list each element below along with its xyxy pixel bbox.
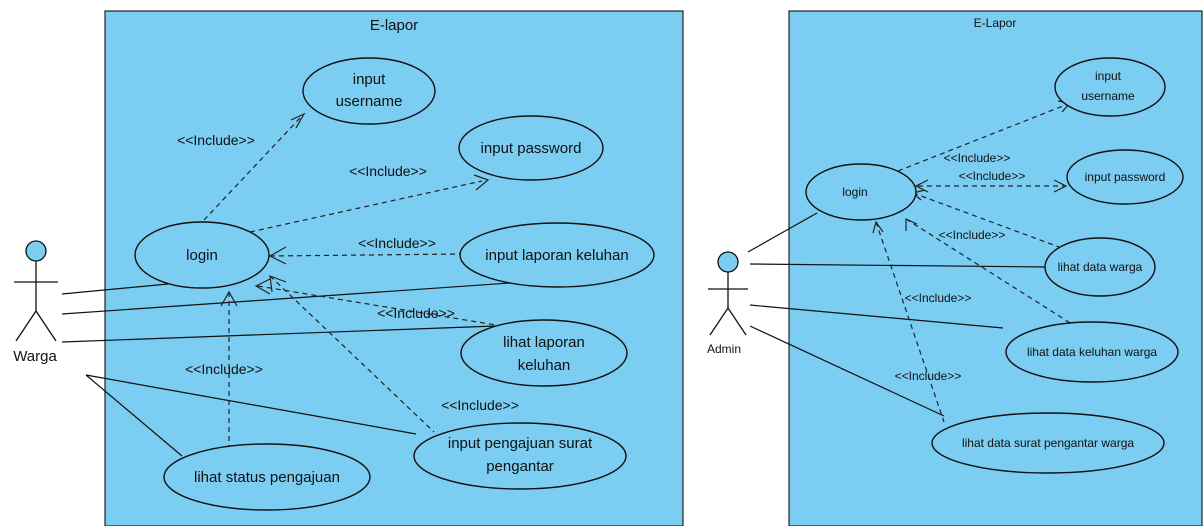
include-lihat-laporan-login: [257, 285, 497, 326]
assoc-admin-login: [747, 212, 818, 253]
usecase-input-pengajuan-surat: input pengajuan surat pengantar: [413, 422, 627, 490]
assoc-warga-input-pengajuan: [85, 374, 417, 435]
include-label-data-surat: <<Include>>: [895, 369, 962, 383]
usecase-lihat-data-warga: lihat data warga: [1044, 237, 1156, 297]
usecase-lihat-data-surat-pengantar-warga: lihat data surat pengantar warga: [931, 412, 1165, 474]
svg-text:lihat status pengajuan: lihat status pengajuan: [194, 469, 340, 486]
include-data-keluhan-login: [905, 218, 1076, 327]
svg-text:login: login: [186, 247, 218, 264]
svg-text:keluhan: keluhan: [518, 357, 571, 374]
usecase-input-laporan-keluhan: input laporan keluhan: [459, 222, 655, 288]
usecase-lihat-status-pengajuan: lihat status pengajuan: [163, 443, 371, 511]
svg-text:lihat data keluhan warga: lihat data keluhan warga: [1027, 345, 1157, 359]
include-label-username: <<Include>>: [177, 132, 255, 148]
include-label-password: <<Include>>: [349, 163, 427, 179]
include-label-laporan: <<Include>>: [358, 235, 436, 251]
include-label-lihat-laporan: <<Include>>: [377, 305, 455, 321]
svg-text:lihat data surat pengantar war: lihat data surat pengantar warga: [962, 436, 1134, 450]
system-title-right: E-Lapor: [974, 16, 1017, 30]
include-pengajuan-login: [269, 275, 435, 433]
svg-text:pengantar: pengantar: [486, 458, 554, 475]
include-login-username-right: [897, 103, 1069, 172]
assoc-admin-lihat-keluhan: [749, 304, 1004, 329]
usecase-input-username-right: input username: [1054, 57, 1166, 117]
include-data-warga-login: [912, 192, 1060, 248]
usecase-lihat-data-keluhan-warga: lihat data keluhan warga: [1005, 321, 1179, 383]
assoc-admin-lihat-data-warga: [749, 263, 1047, 268]
include-label-data-keluhan: <<Include>>: [905, 291, 972, 305]
system-title-left: E-lapor: [370, 17, 418, 34]
svg-text:input pengajuan surat: input pengajuan surat: [448, 435, 593, 452]
assoc-admin-lihat-surat: [749, 325, 945, 417]
include-label-password-right: <<Include>>: [959, 169, 1026, 183]
usecase-login-right: login: [805, 163, 917, 221]
include-label-pengajuan: <<Include>>: [441, 397, 519, 413]
actor-admin: Admin: [707, 251, 748, 356]
usecase-input-password: input password: [458, 115, 604, 181]
svg-text:lihat data warga: lihat data warga: [1058, 260, 1143, 274]
actor-warga: Warga: [13, 240, 58, 365]
usecase-input-password-right: input password: [1066, 149, 1184, 205]
svg-text:input password: input password: [1085, 170, 1166, 184]
svg-text:input: input: [1095, 69, 1122, 83]
svg-text:login: login: [842, 185, 867, 199]
include-login-password: [249, 180, 483, 233]
actor-warga-head: [25, 240, 47, 262]
include-label-status: <<Include>>: [185, 361, 263, 377]
actor-admin-head: [717, 251, 739, 273]
usecase-login-left: login: [134, 221, 270, 289]
include-label-username-right: <<Include>>: [944, 151, 1011, 165]
svg-text:input: input: [353, 71, 386, 88]
assoc-warga-login: [61, 283, 169, 295]
actor-admin-label: Admin: [707, 342, 741, 356]
actor-warga-label: Warga: [13, 348, 57, 365]
svg-text:input laporan keluhan: input laporan keluhan: [485, 247, 628, 264]
svg-text:lihat laporan: lihat laporan: [503, 334, 585, 351]
assoc-warga-input-laporan: [61, 282, 511, 315]
assoc-warga-lihat-status: [85, 374, 183, 457]
include-label-data-warga: <<Include>>: [939, 228, 1006, 242]
svg-text:input password: input password: [481, 140, 582, 157]
svg-text:username: username: [1081, 89, 1135, 103]
usecase-lihat-laporan-keluhan: lihat laporan keluhan: [460, 319, 628, 387]
svg-text:username: username: [336, 93, 403, 110]
assoc-warga-lihat-laporan: [61, 325, 497, 343]
usecase-input-username: input username: [302, 57, 436, 125]
